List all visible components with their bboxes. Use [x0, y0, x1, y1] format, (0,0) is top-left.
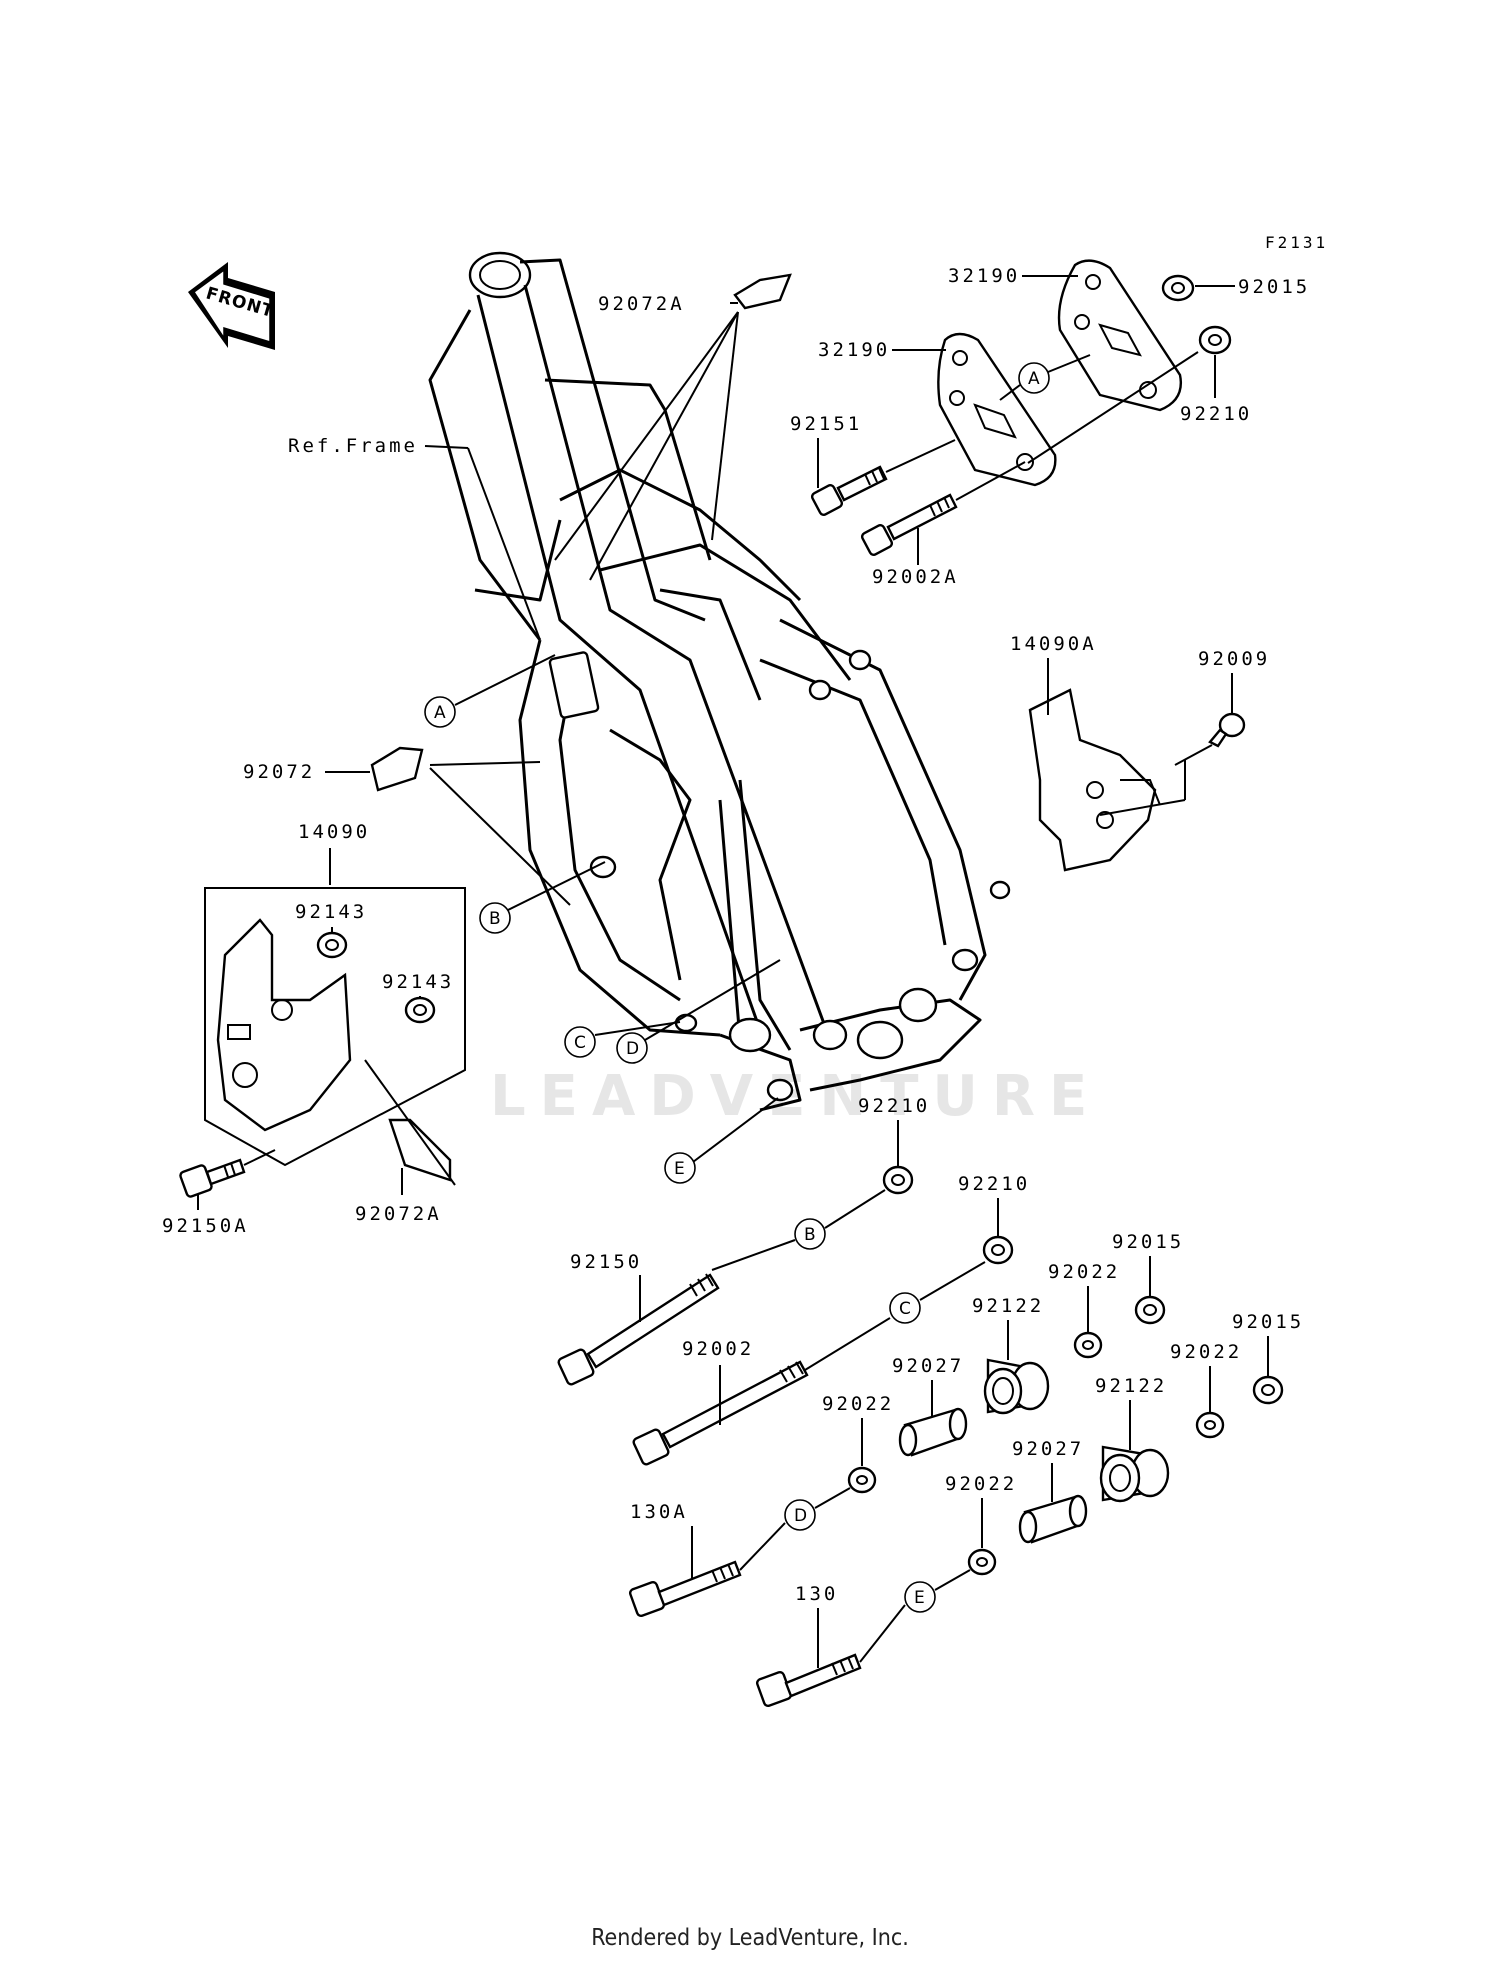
part-92009: 92009: [1198, 648, 1270, 670]
part-92150: 92150: [570, 1251, 642, 1273]
part-92072: 92072: [243, 761, 315, 783]
part-92027-b: 92027: [1012, 1438, 1084, 1460]
collar-icon: [983, 1358, 1050, 1415]
frame-guard-clip-icon: [733, 273, 792, 310]
callout-b-hardware: B: [804, 1225, 816, 1245]
part-92002: 92002: [682, 1338, 754, 1360]
part-32190-top: 32190: [948, 265, 1020, 287]
part-92122-a: 92122: [972, 1295, 1044, 1317]
part-92143-b: 92143: [382, 971, 454, 993]
flange-nut-icon: [882, 1165, 914, 1195]
washer-icon: [1073, 1331, 1103, 1359]
part-14090A: 14090A: [1010, 633, 1097, 655]
bolt-icon: [628, 1560, 742, 1618]
nut-icon: [1134, 1295, 1166, 1325]
part-92022-a: 92022: [1048, 1261, 1120, 1283]
callout-c-hardware: C: [899, 1299, 911, 1319]
part-92150A: 92150A: [162, 1215, 249, 1237]
part-92015-a: 92015: [1112, 1231, 1184, 1253]
part-92210-b: 92210: [858, 1095, 930, 1117]
washer-icon: [847, 1466, 877, 1494]
part-92143-a: 92143: [295, 901, 367, 923]
frame-guard-clip-icon: [388, 1118, 452, 1182]
callout-d-frame: D: [626, 1039, 639, 1059]
callout-c-frame: C: [574, 1033, 586, 1053]
part-92122-b: 92122: [1095, 1375, 1167, 1397]
footer-credit: Rendered by LeadVenture, Inc.: [591, 1925, 909, 1951]
grommet-icon: [404, 996, 436, 1024]
nut-icon: [1161, 274, 1195, 302]
bolt-icon: [860, 493, 958, 557]
bolt-icon: [179, 1158, 246, 1198]
front-arrow-icon: FRONT: [188, 262, 276, 350]
callout-a-bracket: A: [1028, 369, 1040, 389]
callout-e-frame: E: [674, 1159, 685, 1179]
nut-icon: [1252, 1375, 1284, 1405]
part-130: 130: [795, 1583, 838, 1605]
part-92072A-top: 92072A: [598, 293, 685, 315]
engine-bracket-plate-icon: [1057, 259, 1182, 412]
frame-guard-right-icon: [1028, 688, 1161, 872]
part-92072A-bottom: 92072A: [355, 1203, 442, 1225]
part-92151: 92151: [790, 413, 862, 435]
spacer-icon: [1018, 1494, 1088, 1544]
frame-guard-left-icon: [216, 918, 352, 1132]
flange-nut-icon: [982, 1235, 1014, 1265]
bolt-icon: [810, 465, 888, 517]
bolt-icon: [755, 1653, 862, 1708]
callout-e-hardware: E: [914, 1588, 925, 1608]
engine-bracket-plate-icon: [937, 332, 1057, 487]
part-92210-c: 92210: [958, 1173, 1030, 1195]
screw-icon: [1208, 712, 1246, 748]
flange-nut-icon: [1198, 325, 1232, 355]
part-32190: 32190: [818, 339, 890, 361]
callout-a-frame: A: [434, 703, 446, 723]
part-92002A: 92002A: [872, 566, 959, 588]
part-92022-b: 92022: [1170, 1341, 1242, 1363]
washer-icon: [1195, 1411, 1225, 1439]
callout-d-hardware: D: [794, 1506, 807, 1526]
part-92015-top: 92015: [1238, 276, 1310, 298]
guard-kit-box: [204, 887, 466, 1167]
spacer-icon: [898, 1407, 968, 1457]
collar-icon: [1099, 1445, 1170, 1503]
ref-frame-label: Ref.Frame: [288, 435, 418, 457]
bolt-icon: [557, 1273, 720, 1386]
motorcycle-frame: [428, 251, 1011, 1112]
grommet-icon: [316, 931, 348, 959]
part-92027-a: 92027: [892, 1355, 964, 1377]
part-92022-d: 92022: [945, 1473, 1017, 1495]
part-14090: 14090: [298, 821, 370, 843]
bolt-icon: [632, 1360, 809, 1466]
part-92015-b: 92015: [1232, 1311, 1304, 1333]
part-92022-c: 92022: [822, 1393, 894, 1415]
diagram-code: F2131: [1265, 233, 1328, 252]
washer-icon: [967, 1548, 997, 1576]
frame-guard-clip-icon: [370, 746, 424, 792]
part-92210-top: 92210: [1180, 403, 1252, 425]
part-130A: 130A: [630, 1501, 688, 1523]
callout-b-frame: B: [489, 909, 501, 929]
watermark: LEADVENTURE: [490, 1064, 1101, 1129]
